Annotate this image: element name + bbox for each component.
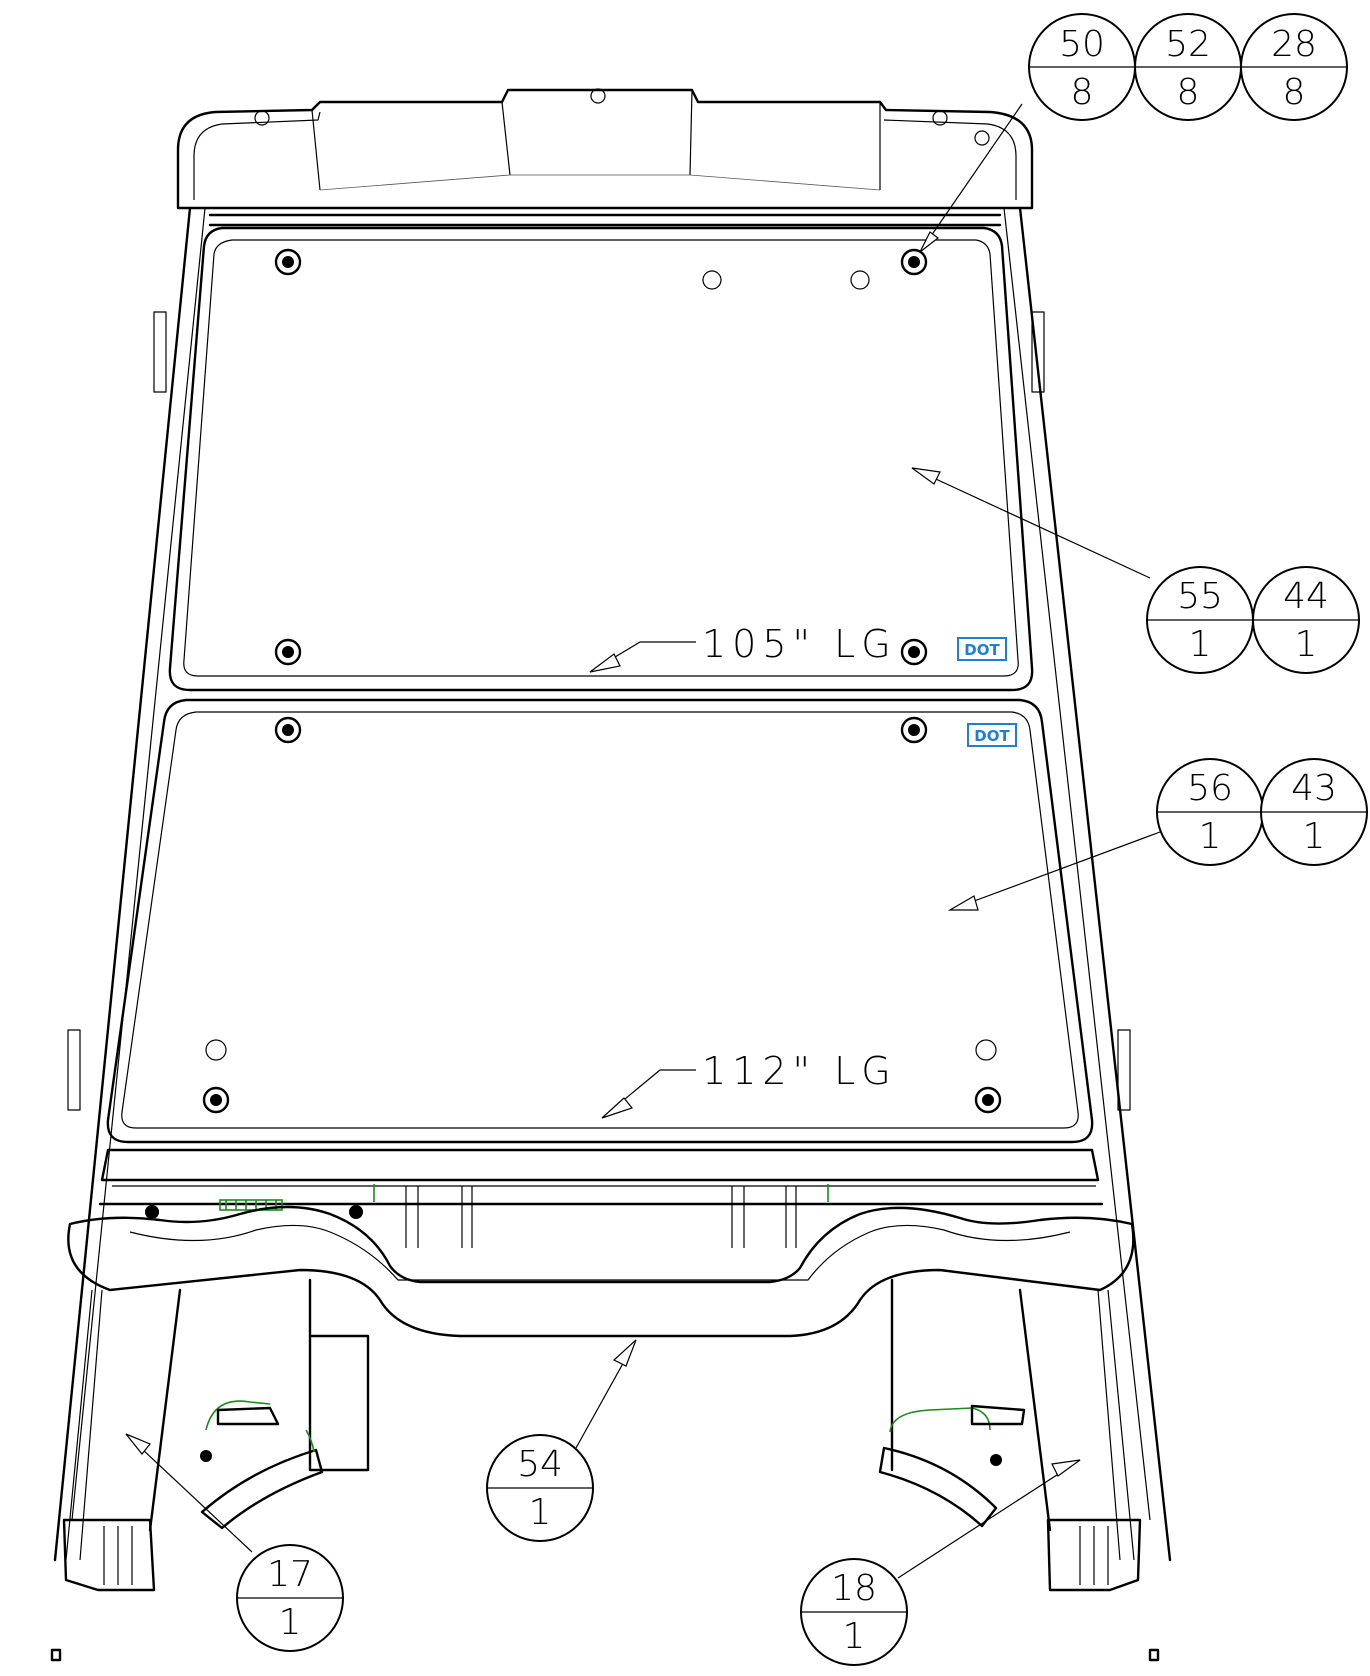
callout-56-bottom: 1 — [1199, 816, 1222, 857]
callout-44: 44 1 — [1252, 566, 1360, 674]
dot-label-upper: DOT — [957, 637, 1007, 661]
callout-43-top: 43 — [1291, 768, 1337, 809]
callout-44-bottom: 1 — [1295, 624, 1318, 665]
callout-44-top: 44 — [1283, 576, 1329, 617]
callout-56-top: 56 — [1187, 768, 1233, 809]
callout-17-bottom: 1 — [279, 1602, 302, 1643]
callout-18: 18 1 — [800, 1558, 908, 1666]
callout-28-top: 28 — [1271, 24, 1317, 65]
green-hardware — [145, 1184, 829, 1219]
frame-rails — [53, 206, 1172, 1562]
dot-label-upper-text: DOT — [964, 641, 1000, 659]
callout-17-top: 17 — [267, 1554, 313, 1595]
callout-50-top: 50 — [1059, 24, 1105, 65]
dimension-105-lg: 105" LG — [702, 622, 897, 666]
callout-52-top: 52 — [1165, 24, 1211, 65]
callout-52: 52 8 — [1134, 13, 1242, 121]
top-cap — [176, 88, 1034, 210]
callout-50-bottom: 8 — [1071, 72, 1094, 113]
callout-18-top: 18 — [831, 1568, 877, 1609]
lower-crossbar — [98, 1148, 1104, 1248]
upper-panel-bolts — [274, 248, 928, 666]
lower-glass-panel: DOT — [106, 698, 1094, 1144]
leader-lines — [125, 103, 1161, 1579]
dot-label-lower: DOT — [967, 723, 1017, 747]
callout-55: 55 1 — [1146, 566, 1254, 674]
dot-label-lower-text: DOT — [974, 727, 1010, 745]
callout-54-bottom: 1 — [529, 1492, 552, 1533]
lower-panel-bolts — [202, 716, 1002, 1114]
callout-54-top: 54 — [517, 1444, 563, 1485]
callout-28: 28 8 — [1240, 13, 1348, 121]
callout-28-bottom: 8 — [1283, 72, 1306, 113]
callout-55-bottom: 1 — [1189, 624, 1212, 665]
callout-50: 50 8 — [1028, 13, 1136, 121]
callout-18-bottom: 1 — [843, 1616, 866, 1657]
bumper — [67, 1205, 1135, 1338]
callout-43: 43 1 — [1260, 758, 1368, 866]
right-leg — [878, 1278, 1160, 1662]
callout-55-top: 55 — [1177, 576, 1223, 617]
dimension-112-lg: 112" LG — [702, 1049, 897, 1093]
callout-56: 56 1 — [1156, 758, 1264, 866]
upper-glass-panel: DOT — [168, 226, 1034, 692]
callout-17: 17 1 — [236, 1544, 344, 1652]
callout-52-bottom: 8 — [1177, 72, 1200, 113]
callout-54: 54 1 — [486, 1434, 594, 1542]
left-leg — [50, 1278, 370, 1662]
callout-43-bottom: 1 — [1303, 816, 1326, 857]
